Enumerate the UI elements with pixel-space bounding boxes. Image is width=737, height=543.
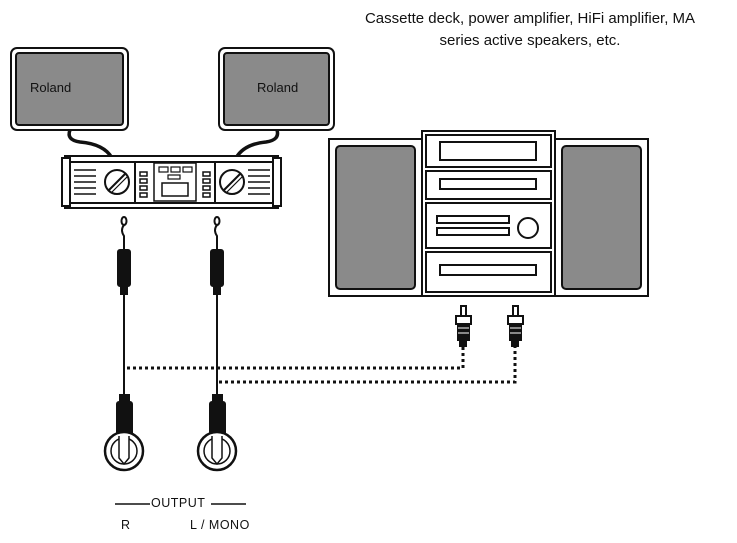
speaker-left-cable — [67, 129, 114, 159]
speaker-left-brand: Roland — [30, 80, 71, 95]
rca-plug-right — [507, 305, 524, 347]
output-r-label: R — [121, 518, 131, 532]
roland-speaker-left: Roland — [10, 47, 129, 131]
rca-plug-left — [455, 305, 472, 347]
plug-l-top — [210, 216, 224, 395]
hifi-stereo-system — [328, 130, 649, 297]
equipment-caption: Cassette deck, power amplifier, HiFi amp… — [330, 8, 730, 52]
plug-r-top — [117, 216, 131, 395]
roland-speaker-right: Roland — [218, 47, 335, 131]
speaker-right-brand: Roland — [257, 80, 298, 95]
power-amplifier — [61, 155, 282, 209]
caption-line-1: Cassette deck, power amplifier, HiFi amp… — [364, 10, 696, 27]
output-title: OUTPUT — [151, 496, 206, 510]
caption-line-2: series active speakers, etc. — [439, 32, 621, 49]
plug-r-bottom — [116, 394, 133, 437]
output-jack-r — [103, 430, 145, 472]
rca-cables — [127, 346, 517, 384]
speaker-right-cable — [234, 129, 280, 159]
plug-l-bottom — [209, 394, 226, 437]
output-jack-l-mono — [196, 430, 238, 472]
output-l-mono-label: L / MONO — [190, 518, 250, 532]
